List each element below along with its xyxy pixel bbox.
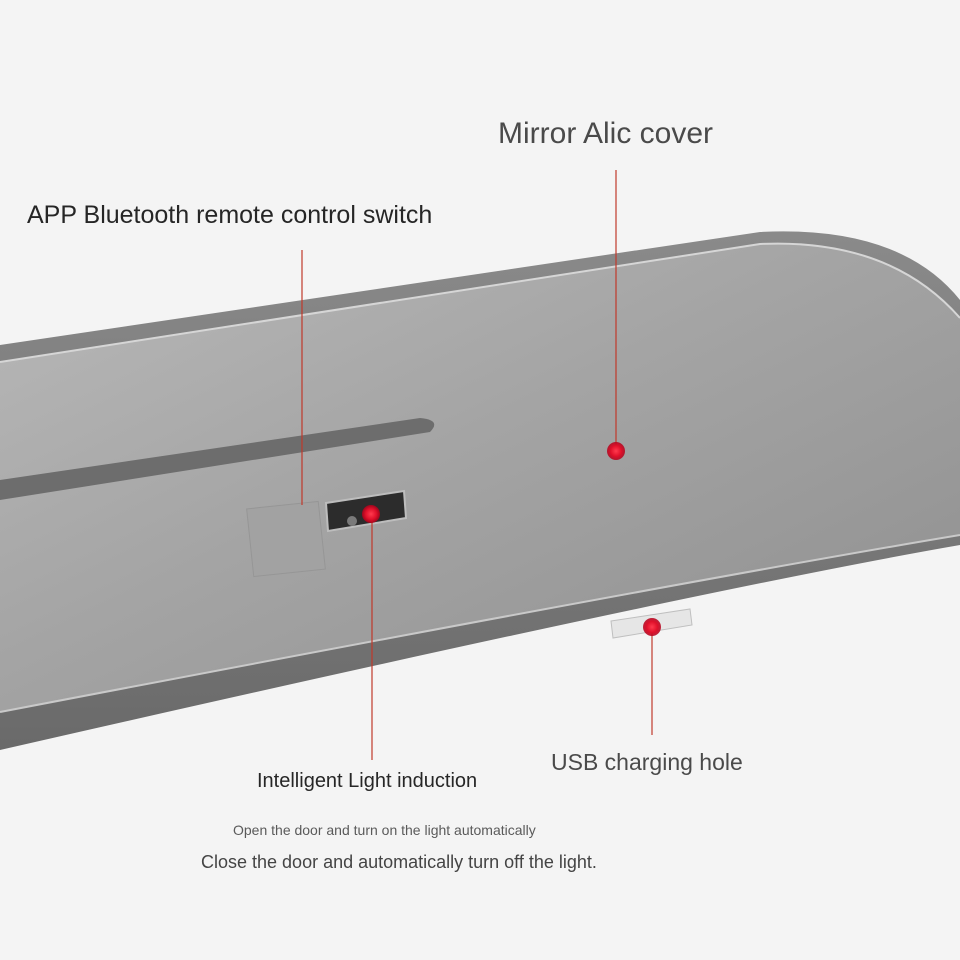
sensor-lens	[347, 516, 357, 526]
label-bluetooth-switch: APP Bluetooth remote control switch	[27, 201, 433, 229]
device-top-highlight	[0, 242, 960, 363]
device-top-face	[0, 243, 960, 712]
marker-usb	[643, 618, 661, 636]
bluetooth-switch-pad	[246, 500, 326, 578]
device-front-edge	[0, 534, 960, 713]
marker-mirror	[607, 442, 625, 460]
label-mirror-cover: Mirror Alic cover	[498, 117, 714, 150]
note-close-door: Close the door and automatically turn of…	[201, 852, 597, 872]
device-groove	[0, 418, 435, 500]
note-open-door: Open the door and turn on the light auto…	[233, 822, 536, 838]
label-usb-hole: USB charging hole	[551, 749, 743, 775]
label-light-induction: Intelligent Light induction	[257, 770, 478, 792]
marker-induction	[362, 505, 380, 523]
